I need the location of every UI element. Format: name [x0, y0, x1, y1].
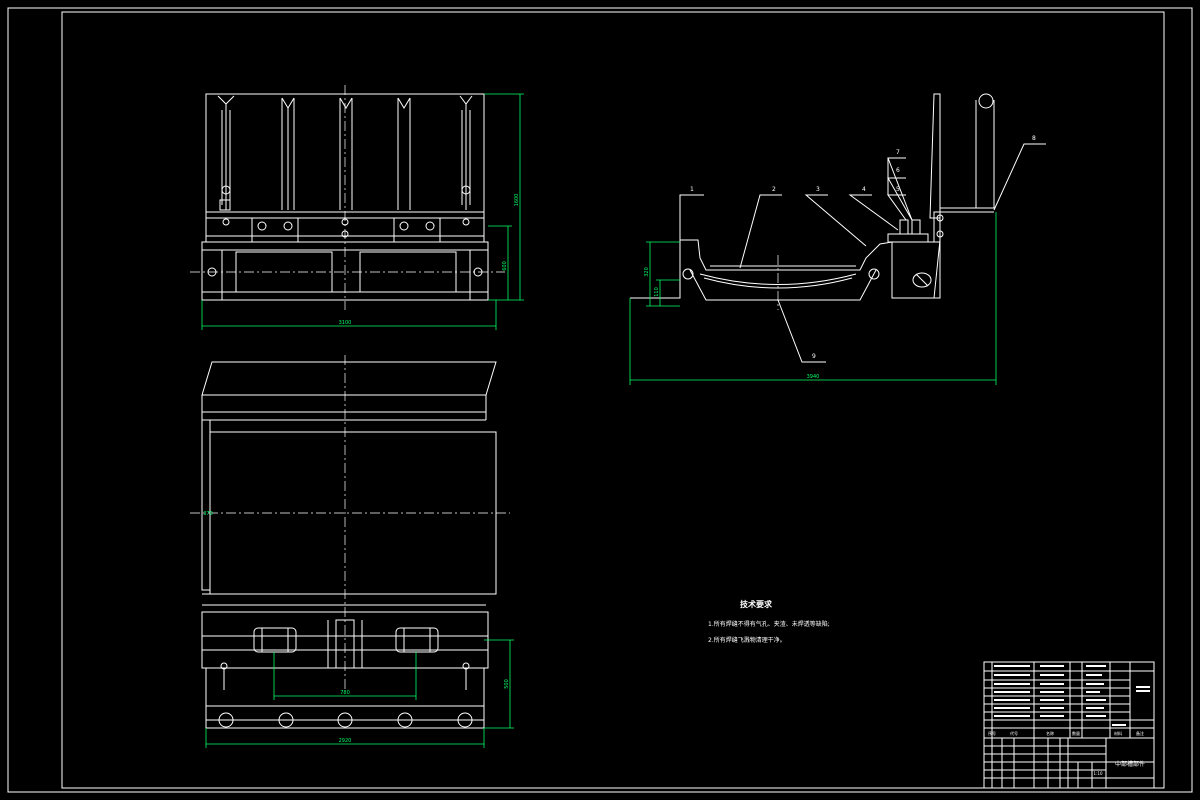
parts-col-code: 代号	[1010, 730, 1018, 736]
dim-side-height-2: 110	[654, 287, 660, 297]
dim-side-height-1: 320	[644, 267, 650, 277]
tech-requirements-title: 技术要求	[740, 599, 773, 609]
tech-requirements: 技术要求 1.所有焊缝不得有气孔、夹渣、未焊透等缺陷; 2.所有焊缝飞溅物清理干…	[708, 599, 830, 644]
balloon-9: 9	[812, 353, 816, 360]
tech-requirement-1: 1.所有焊缝不得有气孔、夹渣、未焊透等缺陷;	[708, 620, 830, 628]
outer-border	[7, 7, 1193, 793]
balloon-7: 7	[896, 149, 900, 156]
parts-col-remark: 备注	[1136, 730, 1144, 736]
dim-plan-bottom-gap: 780	[340, 690, 350, 696]
dim-top-base-height: 600	[502, 261, 508, 271]
side-section-view: 1 2 3 4 5 6 7 8 9 3940 320 110	[629, 93, 1046, 385]
dim-side-width: 3940	[807, 374, 820, 380]
parts-col-no: 序号	[988, 730, 996, 736]
balloon-2: 2	[772, 186, 776, 193]
dim-top-width: 3100	[339, 320, 352, 326]
parts-col-name: 名称	[1046, 730, 1054, 736]
drawing-scale: 1:10	[1094, 771, 1103, 776]
dim-plan-bottom-height: 500	[504, 679, 510, 689]
title-block: 序号 代号 名称 数量 材料 备注 中部槽部件 1:10	[983, 661, 1155, 789]
balloon-6: 6	[896, 167, 900, 174]
parts-col-material: 材料	[1114, 730, 1122, 736]
parts-col-qty: 数量	[1072, 730, 1080, 736]
balloon-1: 1	[690, 186, 694, 193]
drawing-name: 中部槽部件	[1115, 760, 1145, 768]
plan-view: 780 2920 500 370	[190, 355, 514, 748]
inner-border	[61, 11, 1165, 789]
balloon-8: 8	[1032, 135, 1036, 142]
balloon-4: 4	[862, 186, 866, 193]
front-elevation-view: 1600 600 3100	[190, 85, 524, 330]
dim-top-height: 1600	[514, 194, 520, 207]
dim-plan-bottom-width: 2920	[339, 738, 352, 744]
balloon-5: 5	[896, 186, 900, 193]
tech-requirement-2: 2.所有焊缝飞溅物清理干净。	[708, 636, 786, 644]
balloon-3: 3	[816, 186, 820, 193]
dim-plan-center-mark: 370	[203, 511, 213, 517]
